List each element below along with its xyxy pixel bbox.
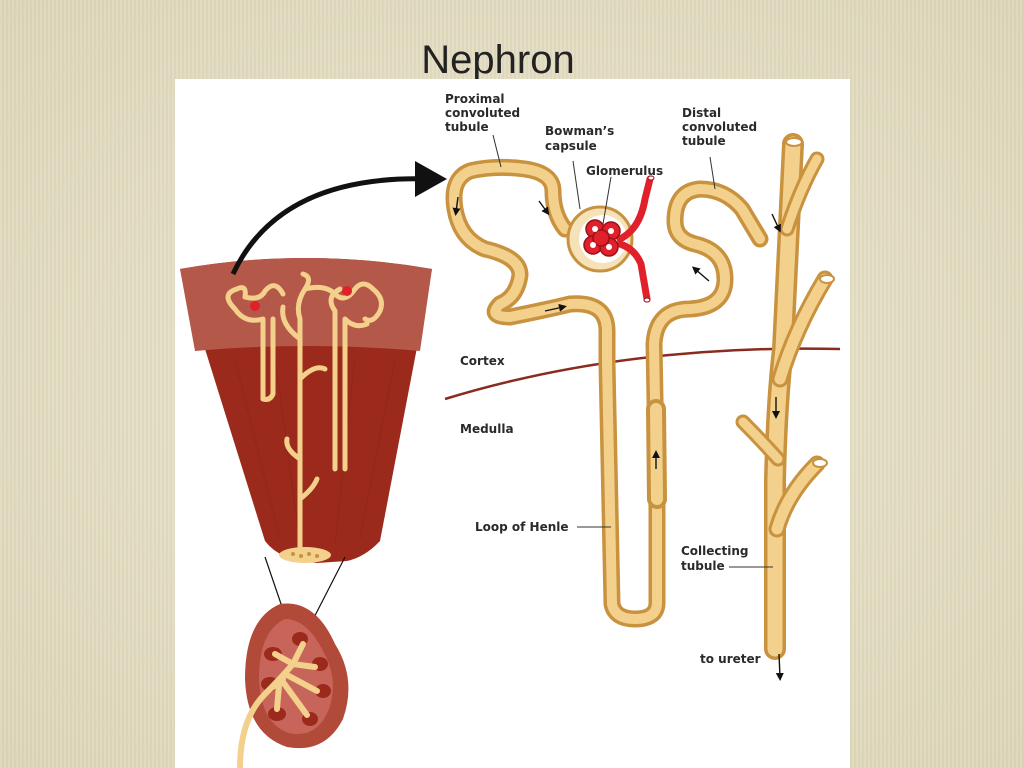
zoom-arrow-head: [415, 161, 447, 197]
label-proximal-line3: tubule: [445, 120, 489, 134]
papilla: [279, 547, 331, 563]
papilla-pores: [291, 552, 319, 558]
zoom-arrow: [230, 176, 431, 276]
afferent-arteriole: [616, 175, 654, 303]
diagram-panel: Proximal convoluted tubule Bowman’s caps…: [175, 79, 850, 768]
kidney: [237, 603, 349, 768]
label-loop-of-henle: Loop of Henle: [475, 520, 569, 534]
label-proximal-line1: Proximal: [445, 92, 505, 106]
pyramid-glomerulus: [250, 301, 260, 311]
label-glomerulus: Glomerulus: [586, 164, 663, 178]
label-bowmans-line2: capsule: [545, 139, 597, 153]
nephron-diagram: Proximal convoluted tubule Bowman’s caps…: [180, 92, 841, 768]
label-collecting-line2: tubule: [681, 559, 725, 573]
label-distal-line1: Distal: [682, 106, 721, 120]
bowmans-capsule-group: [566, 175, 655, 303]
label-bowmans-line1: Bowman’s: [545, 124, 614, 138]
label-medulla: Medulla: [460, 422, 514, 436]
pyramid-glomerulus: [342, 286, 352, 296]
label-collecting-line1: Collecting: [681, 544, 749, 558]
label-to-ureter: to ureter: [700, 652, 761, 666]
tubule-openings: [785, 137, 835, 468]
label-proximal-line2: convoluted: [445, 106, 520, 120]
renal-pelvis: [237, 641, 320, 768]
pyramid-section: [180, 258, 432, 640]
label-distal-line3: tubule: [682, 134, 726, 148]
label-distal-line2: convoluted: [682, 120, 757, 134]
pyramid-cortex-band: [180, 258, 432, 351]
label-cortex: Cortex: [460, 354, 505, 368]
flow-arrows: [452, 196, 784, 681]
pyramid-nephrons: [225, 271, 384, 562]
leader-lines: [492, 134, 773, 568]
collecting-tubule: [735, 133, 834, 660]
slide-title: Nephron: [421, 38, 575, 82]
